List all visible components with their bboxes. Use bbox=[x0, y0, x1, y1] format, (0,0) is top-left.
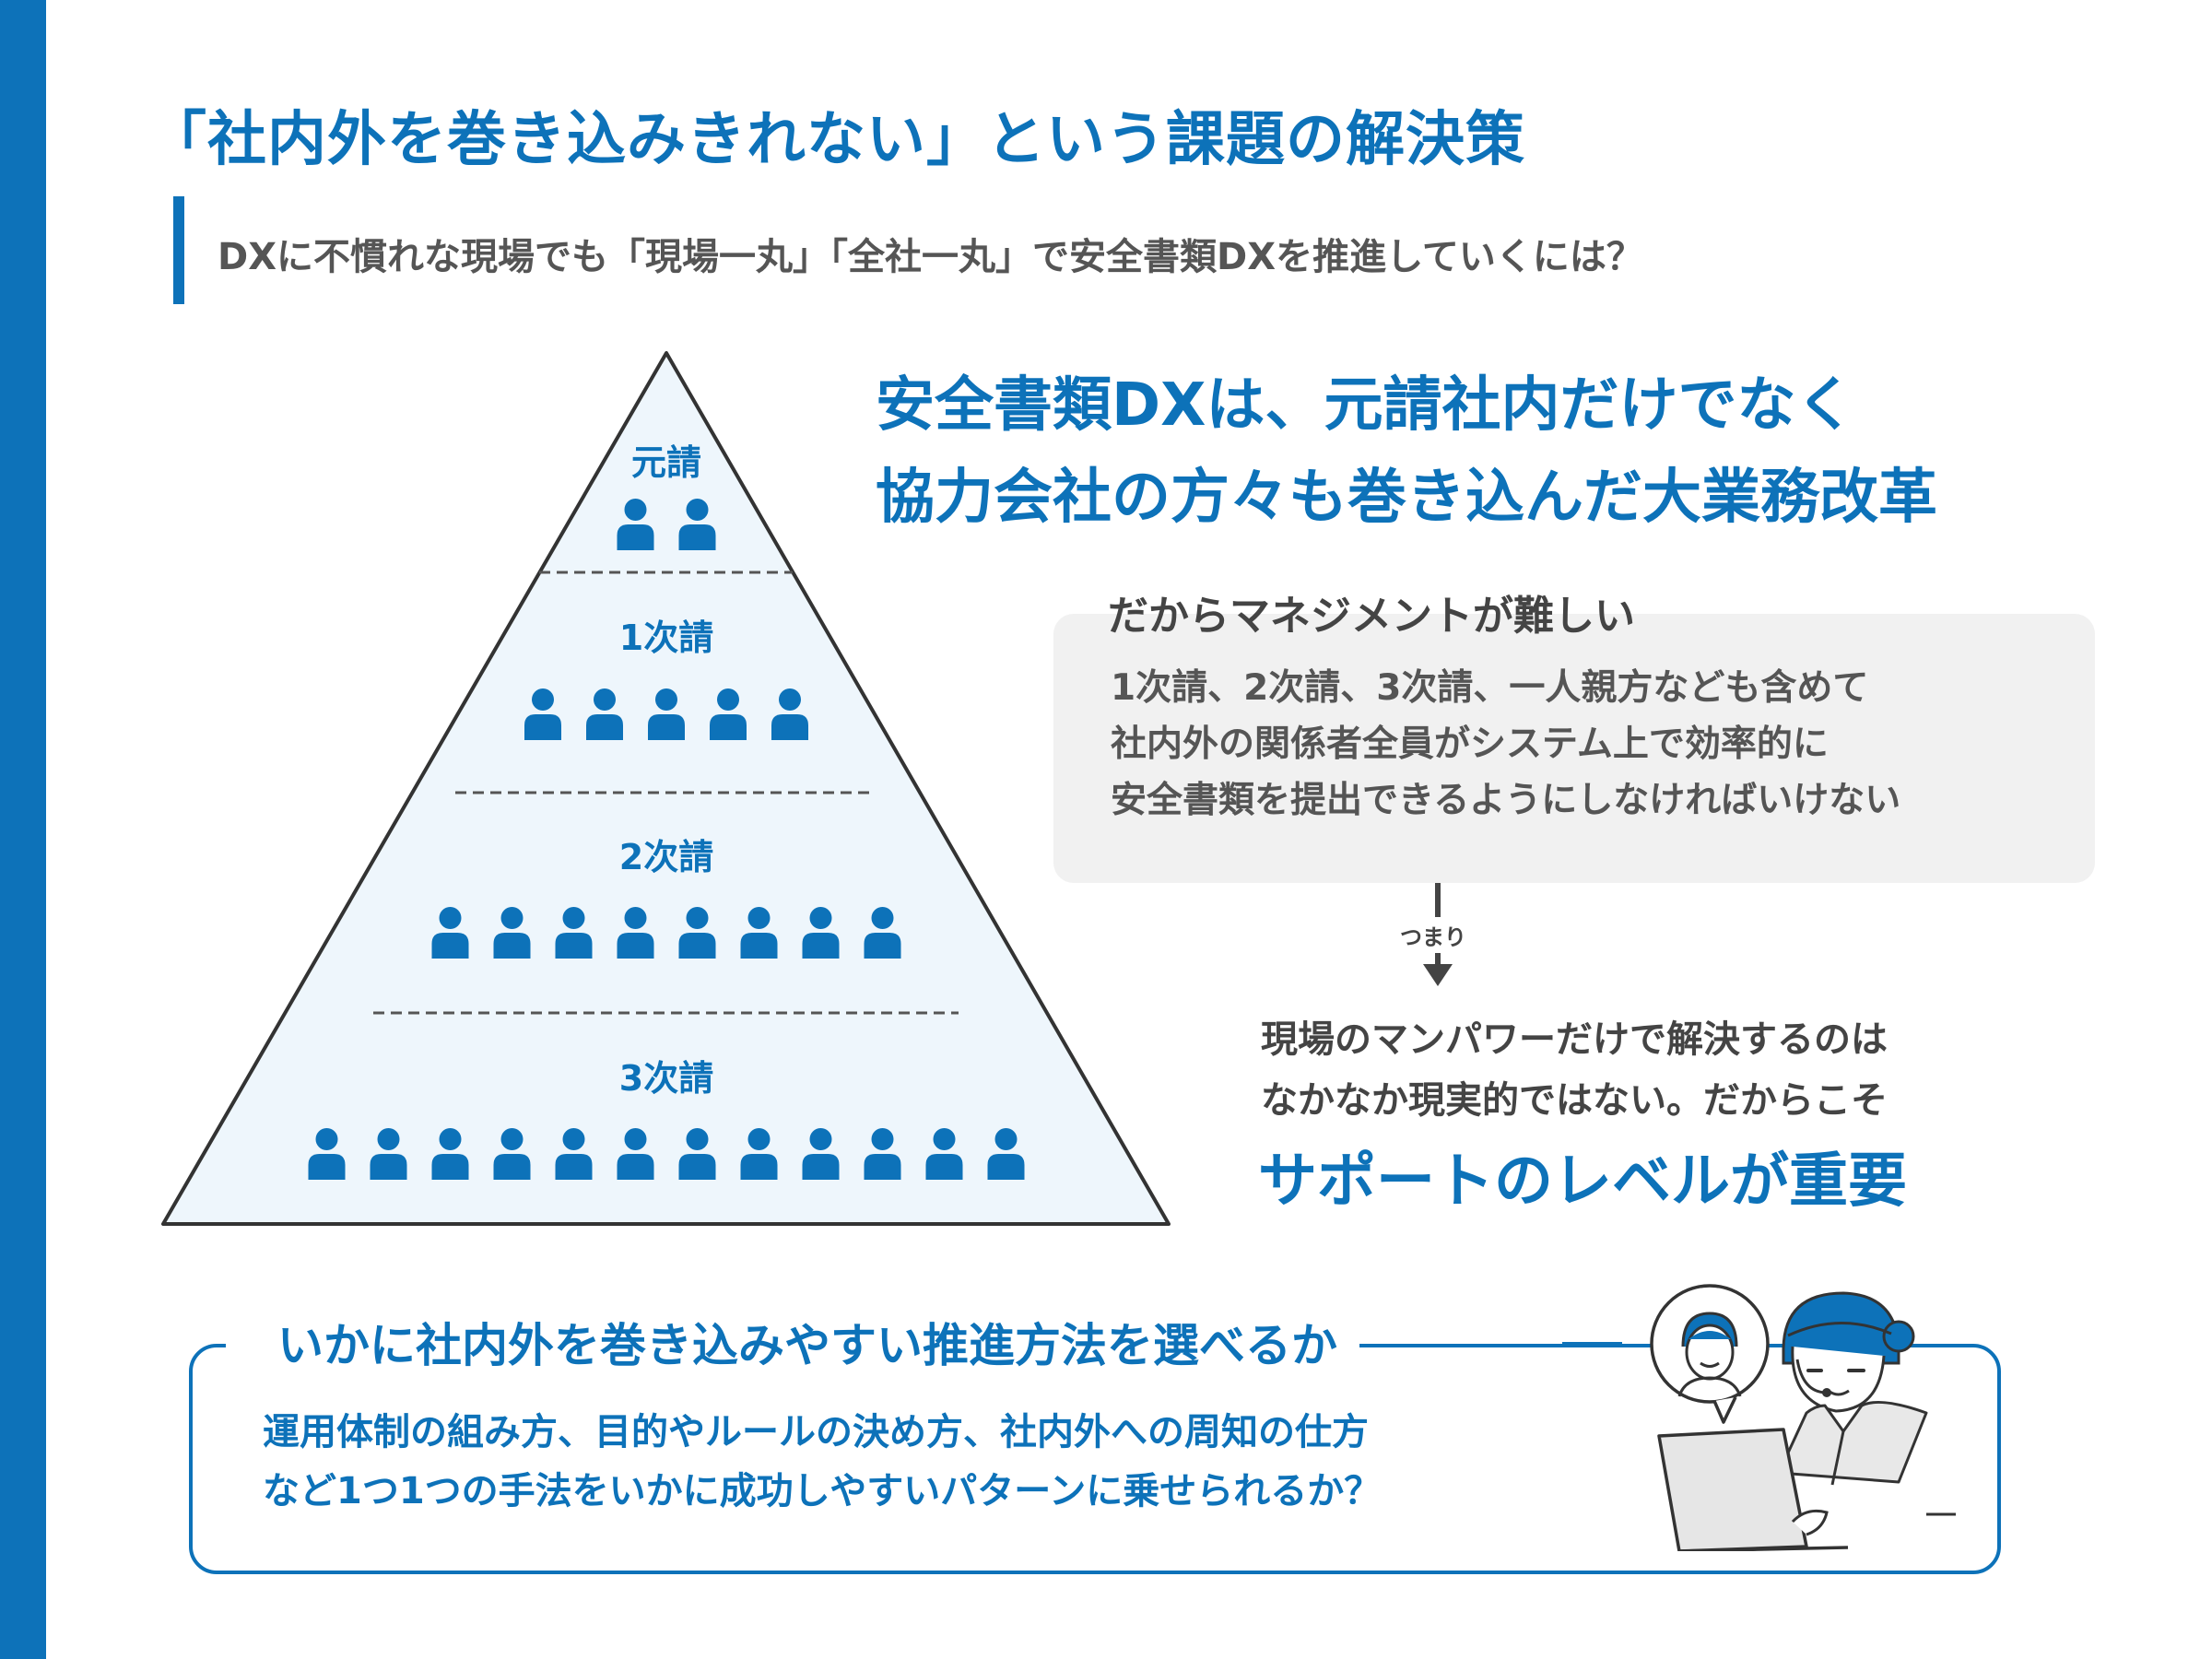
management-box-heading: だからマネジメントが難しい bbox=[1108, 593, 1635, 640]
tier-dividers bbox=[373, 571, 959, 1015]
person-icon bbox=[493, 907, 531, 959]
arrow-label: つまり bbox=[1396, 917, 1470, 953]
pyramid-shape bbox=[161, 351, 1171, 1226]
person-icon bbox=[740, 907, 778, 959]
person-icon bbox=[771, 688, 808, 740]
person-icon bbox=[586, 688, 623, 740]
page-title: 「社内外を巻き込みきれない」という課題の解決策 bbox=[147, 106, 1525, 174]
headline: 安全書類DXは、元請社内だけでなく 協力会社の方々も巻き込んだ大業務改革 bbox=[876, 359, 1937, 544]
person-icon bbox=[925, 1128, 963, 1180]
person-icon bbox=[710, 688, 747, 740]
conclusion-emphasis: サポートのレベルが重要 bbox=[1258, 1147, 1907, 1216]
bottom-callout-body: 運用体制の組み方、目的やルールの決め方、社内外への周知の仕方 など1つ1つの手法… bbox=[263, 1403, 1381, 1521]
tier-label-first: 1次請 bbox=[619, 618, 713, 658]
person-icon bbox=[617, 1128, 654, 1180]
people-icons bbox=[308, 499, 1025, 1180]
tier-label-second: 2次請 bbox=[619, 837, 713, 877]
left-accent-bar bbox=[0, 0, 46, 1659]
person-icon bbox=[864, 1128, 901, 1180]
management-line-2: 社内外の関係者全員がシステム上で効率的に bbox=[1111, 724, 1829, 765]
person-icon bbox=[431, 907, 469, 959]
heading-rule bbox=[1562, 1342, 1622, 1346]
person-icon bbox=[493, 1128, 531, 1180]
person-icon bbox=[802, 907, 840, 959]
bottom-line-1: 運用体制の組み方、目的やルールの決め方、社内外への周知の仕方 bbox=[263, 1411, 1369, 1453]
management-box-body: 1次請、2次請、3次請、一人親方なども含めて 社内外の関係者全員がシステム上で効… bbox=[1111, 660, 1900, 829]
management-line-3: 安全書類を提出できるようにしなければいけない bbox=[1111, 780, 1901, 821]
person-icon bbox=[617, 499, 654, 550]
person-icon bbox=[987, 1128, 1025, 1180]
management-line-1: 1次請、2次請、3次請、一人親方なども含めて bbox=[1111, 667, 1869, 709]
stakeholder-pyramid: 元請 1次請 2次請 3次請 bbox=[161, 351, 1171, 1226]
bottom-line-2: など1つ1つの手法をいかに成功しやすいパターンに乗せられるか？ bbox=[263, 1470, 1382, 1512]
conclusion-text: 現場のマンパワーだけで解決するのは なかなか現実的ではない。だからこそ bbox=[1261, 1009, 1888, 1131]
person-icon bbox=[524, 688, 561, 740]
conclusion-line-2: なかなか現実的ではない。だからこそ bbox=[1261, 1079, 1888, 1122]
page-subtitle: DXに不慣れな現場でも「現場一丸」「全社一丸」で安全書類DXを推進していくには？ bbox=[218, 236, 1643, 278]
person-icon bbox=[617, 907, 654, 959]
subtitle-accent-bar bbox=[173, 196, 184, 304]
conclusion-line-1: 現場のマンパワーだけで解決するのは bbox=[1261, 1018, 1888, 1061]
person-icon bbox=[308, 1128, 346, 1180]
person-icon bbox=[802, 1128, 840, 1180]
bottom-callout-heading: いかに社内外を巻き込みやすい推進方法を選べるか bbox=[226, 1316, 1359, 1375]
person-icon bbox=[370, 1128, 407, 1180]
person-icon bbox=[648, 688, 685, 740]
person-icon bbox=[678, 1128, 716, 1180]
tier-label-third: 3次請 bbox=[619, 1058, 713, 1099]
management-box bbox=[1053, 614, 2095, 883]
person-icon bbox=[555, 1128, 593, 1180]
person-icon bbox=[431, 1128, 469, 1180]
headline-line-2: 協力会社の方々も巻き込んだ大業務改革 bbox=[876, 464, 1937, 532]
person-icon bbox=[740, 1128, 778, 1180]
person-icon bbox=[678, 499, 716, 550]
person-icon bbox=[864, 907, 901, 959]
person-icon bbox=[555, 907, 593, 959]
person-icon bbox=[678, 907, 716, 959]
headline-line-1: 安全書類DXは、元請社内だけでなく bbox=[876, 371, 1855, 440]
support-operator-icon bbox=[1650, 1284, 1956, 1551]
tier-label-motouke: 元請 bbox=[631, 442, 701, 483]
